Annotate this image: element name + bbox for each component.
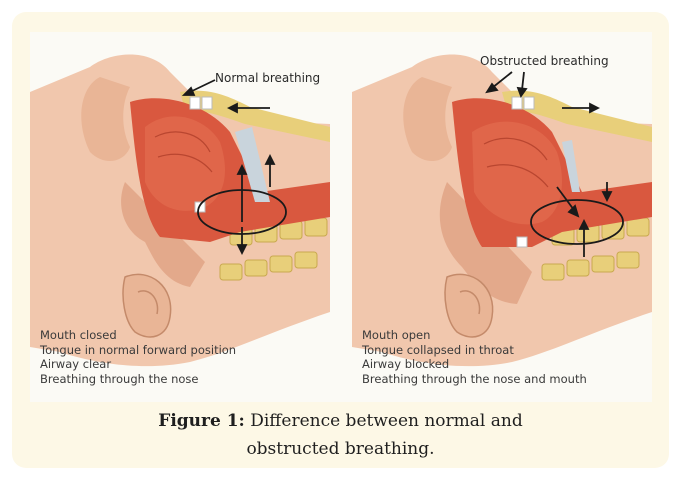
normal-breathing-title: Normal breathing xyxy=(215,71,320,85)
caption-label: Figure 1: xyxy=(158,411,245,431)
obstructed-breathing-title: Obstructed breathing xyxy=(480,54,609,68)
caption-line-1: Figure 1: Difference between normal and xyxy=(12,407,669,435)
note-line: Tongue collapsed in throat xyxy=(362,343,587,358)
caption-text-1: Difference between normal and xyxy=(250,411,523,431)
normal-breathing-panel: Normal breathing Mouth closed Tongue in … xyxy=(30,32,330,402)
note-line: Airway blocked xyxy=(362,357,587,372)
obstructed-breathing-panel: Obstructed breathing Mouth open Tongue c… xyxy=(352,32,652,402)
note-line: Breathing through the nose xyxy=(40,372,236,387)
note-line: Tongue in normal forward position xyxy=(40,343,236,358)
illustration-area: Normal breathing Mouth closed Tongue in … xyxy=(30,32,652,402)
note-line: Airway clear xyxy=(40,357,236,372)
note-line: Breathing through the nose and mouth xyxy=(362,372,587,387)
figure-caption: Figure 1: Difference between normal and … xyxy=(12,407,669,463)
caption-text-2: obstructed breathing. xyxy=(12,435,669,463)
obstructed-breathing-notes: Mouth open Tongue collapsed in throat Ai… xyxy=(362,328,587,386)
normal-breathing-notes: Mouth closed Tongue in normal forward po… xyxy=(40,328,236,386)
note-line: Mouth closed xyxy=(40,328,236,343)
note-line: Mouth open xyxy=(362,328,587,343)
figure-card: Normal breathing Mouth closed Tongue in … xyxy=(12,12,669,468)
